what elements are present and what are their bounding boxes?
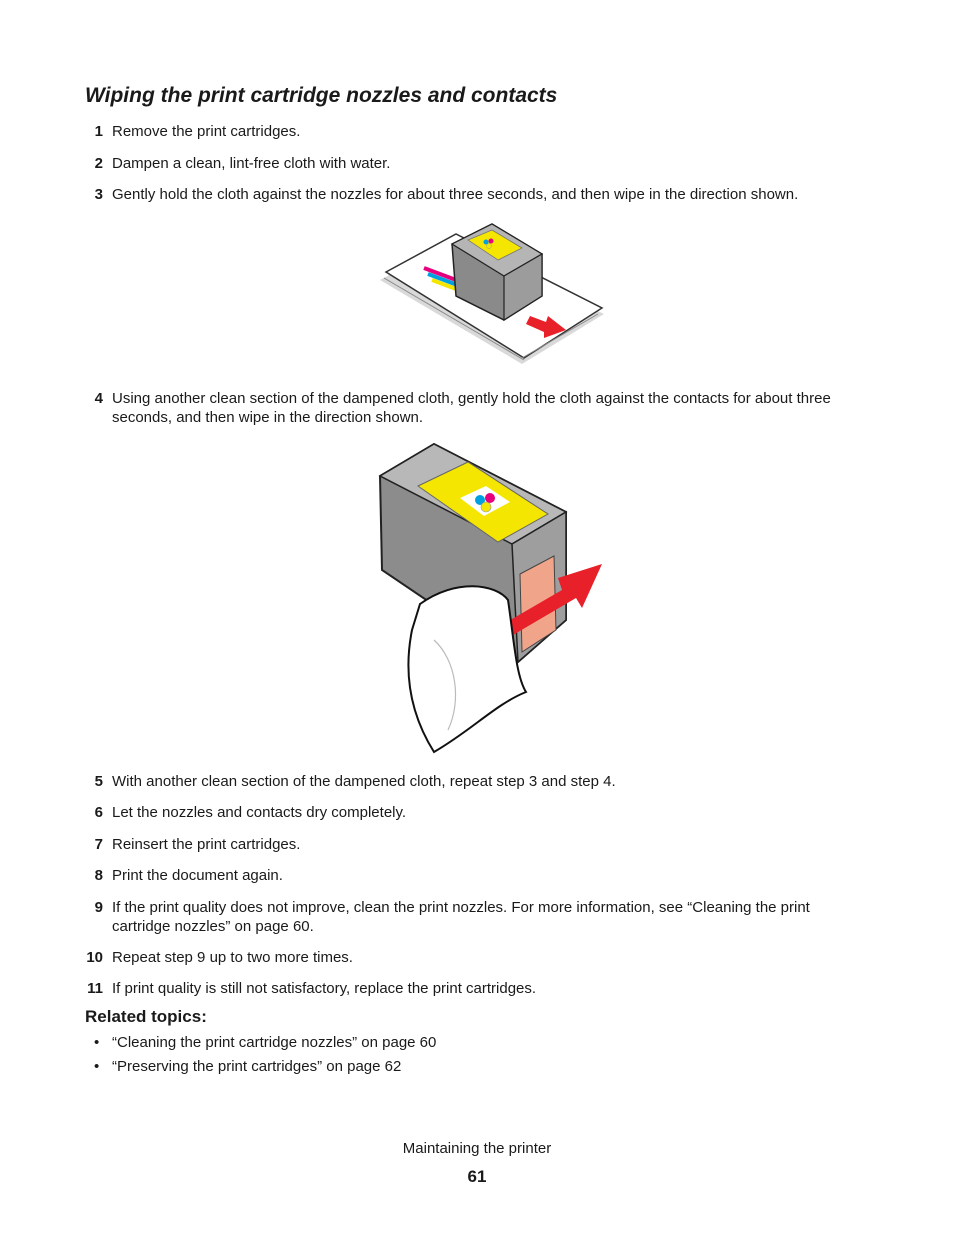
step-number: 6 — [94, 804, 103, 821]
step-text: Remove the print cartridges. — [112, 123, 301, 140]
bullet-icon: • — [94, 1058, 100, 1075]
step-text: Dampen a clean, lint-free cloth with wat… — [112, 155, 391, 172]
step-text: Using another clean section of the dampe… — [112, 390, 831, 426]
cartridge-icon — [450, 223, 544, 322]
step-text: Let the nozzles and contacts dry complet… — [112, 804, 407, 821]
step-number: 4 — [94, 390, 103, 407]
step-number: 11 — [87, 980, 103, 997]
nozzle-wipe-illustration — [380, 223, 604, 364]
step-number: 9 — [94, 899, 103, 916]
step-number: 1 — [94, 123, 103, 140]
page-title: Wiping the print cartridge nozzles and c… — [85, 84, 558, 107]
step-text: Reinsert the print cartridges. — [112, 836, 301, 853]
page-number: 61 — [467, 1167, 487, 1186]
bullet-icon: • — [94, 1034, 100, 1051]
step-number: 3 — [94, 186, 103, 203]
step-number: 5 — [94, 773, 103, 790]
step-number: 10 — [86, 949, 103, 966]
related-link-text: “Cleaning the print cartridge nozzles” o… — [112, 1034, 437, 1051]
step-text: Print the document again. — [112, 867, 283, 884]
step-number: 8 — [94, 867, 103, 884]
related-topics-heading: Related topics: — [85, 1007, 207, 1026]
step-text: With another clean section of the dampen… — [112, 773, 616, 790]
arrow-icon — [526, 316, 566, 338]
footer-section-title: Maintaining the printer — [402, 1140, 552, 1157]
step-text: Gently hold the cloth against the nozzle… — [112, 186, 799, 203]
step-number: 7 — [94, 836, 103, 853]
step-text: If print quality is still not satisfacto… — [112, 980, 537, 997]
step-number: 2 — [94, 155, 103, 172]
cloth-icon — [407, 585, 528, 754]
contacts-wipe-illustration — [378, 442, 602, 754]
step-text: If the print quality does not improve, c… — [112, 899, 810, 935]
step-text: Repeat step 9 up to two more times. — [112, 949, 353, 966]
related-link-text: “Preserving the print cartridges” on pag… — [112, 1058, 402, 1075]
